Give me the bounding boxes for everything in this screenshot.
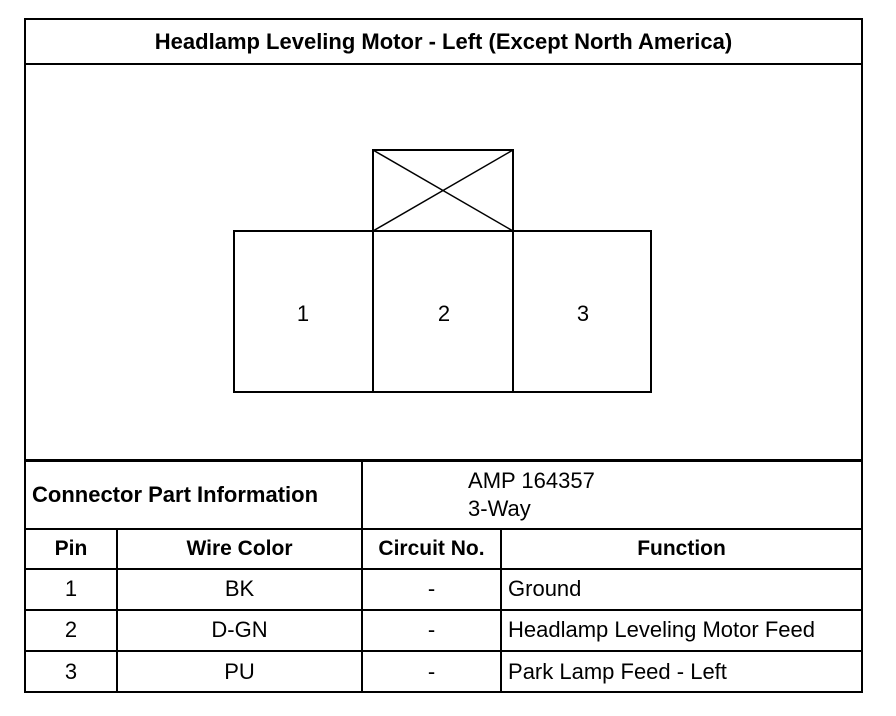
connector-body bbox=[233, 230, 652, 393]
part-info-value: AMP 164357 3-Way bbox=[361, 459, 862, 530]
cell-function: Ground bbox=[500, 567, 862, 611]
connector-face-svg: 1 2 3 bbox=[233, 149, 652, 393]
cell-pin: 3 bbox=[26, 649, 118, 692]
part-info-row: Connector Part Information AMP 164357 3-… bbox=[26, 459, 862, 530]
pin-label-1: 1 bbox=[297, 301, 309, 326]
connector-sheet: Headlamp Leveling Motor - Left (Except N… bbox=[24, 18, 863, 693]
table-header-row: Pin Wire Color Circuit No. Function bbox=[26, 527, 862, 570]
cell-circuit: - bbox=[361, 608, 503, 652]
cell-wire-color: BK bbox=[115, 567, 364, 611]
part-info-label: Connector Part Information bbox=[26, 459, 364, 530]
pin-label-2: 2 bbox=[438, 301, 450, 326]
cell-pin: 1 bbox=[26, 567, 118, 611]
header-circuit: Circuit No. bbox=[361, 527, 503, 570]
header-wire-color: Wire Color bbox=[115, 527, 364, 570]
connector-info-table: Connector Part Information AMP 164357 3-… bbox=[26, 459, 862, 692]
cell-circuit: - bbox=[361, 649, 503, 692]
connector-latch bbox=[372, 149, 514, 232]
header-pin: Pin bbox=[26, 527, 118, 570]
table-row: 1 BK - Ground bbox=[26, 567, 862, 611]
cell-wire-color: D-GN bbox=[115, 608, 364, 652]
cell-function: Park Lamp Feed - Left bbox=[500, 649, 862, 692]
cell-wire-color: PU bbox=[115, 649, 364, 692]
table-row: 2 D-GN - Headlamp Leveling Motor Feed bbox=[26, 608, 862, 652]
page-title: Headlamp Leveling Motor - Left (Except N… bbox=[26, 20, 861, 65]
connector-diagram: 1 2 3 bbox=[26, 65, 861, 459]
cell-pin: 2 bbox=[26, 608, 118, 652]
part-number: AMP 164357 bbox=[468, 467, 595, 493]
pin-label-3: 3 bbox=[577, 301, 589, 326]
table-row: 3 PU - Park Lamp Feed - Left bbox=[26, 649, 862, 692]
cell-circuit: - bbox=[361, 567, 503, 611]
part-ways: 3-Way bbox=[468, 495, 531, 521]
cell-function: Headlamp Leveling Motor Feed bbox=[500, 608, 862, 652]
header-function: Function bbox=[500, 527, 862, 570]
